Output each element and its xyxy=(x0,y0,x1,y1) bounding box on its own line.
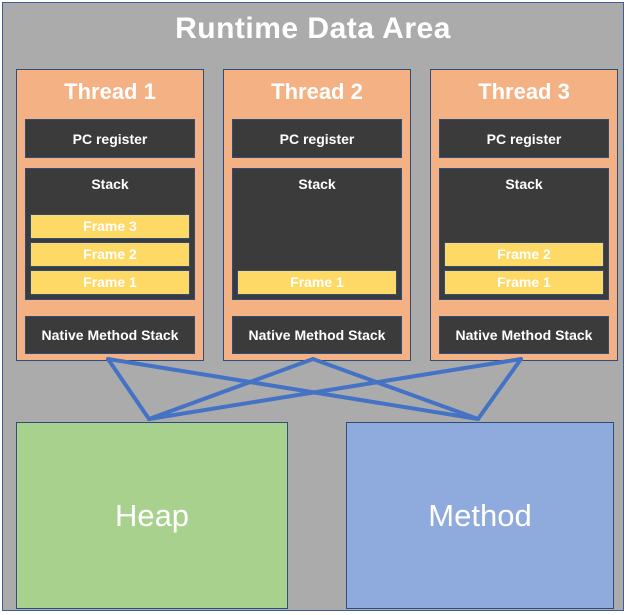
stack-frame: Frame 2 xyxy=(444,242,604,267)
frame-list-1: Frame 3 Frame 2 Frame 1 xyxy=(30,214,190,295)
method-label: Method xyxy=(428,497,532,533)
stack-box-2: Stack Frame 1 xyxy=(232,168,402,300)
stack-frame: Frame 1 xyxy=(237,270,397,295)
method-area-box[interactable]: Method xyxy=(346,422,614,609)
thread-title-3: Thread 3 xyxy=(478,79,570,104)
thread-title-2: Thread 2 xyxy=(271,79,363,104)
thread-title-1: Thread 1 xyxy=(64,79,156,104)
native-method-stack-1: Native Method Stack xyxy=(25,316,195,354)
pc-register-1: PC register xyxy=(25,119,195,158)
stack-box-1: Stack Frame 3 Frame 2 Frame 1 xyxy=(25,168,195,300)
stack-frame: Frame 1 xyxy=(444,270,604,295)
thread-box-1[interactable]: Thread 1 PC register Stack Frame 3 Frame… xyxy=(16,69,204,361)
stack-label-3: Stack xyxy=(505,176,543,192)
stack-frame: Frame 2 xyxy=(30,242,190,267)
native-method-stack-2: Native Method Stack xyxy=(232,316,402,354)
heap-box[interactable]: Heap xyxy=(16,422,288,609)
pc-register-2: PC register xyxy=(232,119,402,158)
heap-label: Heap xyxy=(114,497,190,533)
pc-register-3: PC register xyxy=(439,119,609,158)
page-title: Runtime Data Area xyxy=(175,12,451,45)
stack-label-1: Stack xyxy=(91,176,129,192)
thread-box-3[interactable]: Thread 3 PC register Stack Frame 2 Frame… xyxy=(430,69,618,361)
native-method-stack-3: Native Method Stack xyxy=(439,316,609,354)
stack-box-3: Stack Frame 2 Frame 1 xyxy=(439,168,609,300)
frame-list-2: Frame 1 xyxy=(237,270,397,295)
thread-box-2[interactable]: Thread 2 PC register Stack Frame 1 Nativ… xyxy=(223,69,411,361)
stack-label-2: Stack xyxy=(298,176,336,192)
stack-frame: Frame 3 xyxy=(30,214,190,239)
frame-list-3: Frame 2 Frame 1 xyxy=(444,242,604,295)
stack-frame: Frame 1 xyxy=(30,270,190,295)
